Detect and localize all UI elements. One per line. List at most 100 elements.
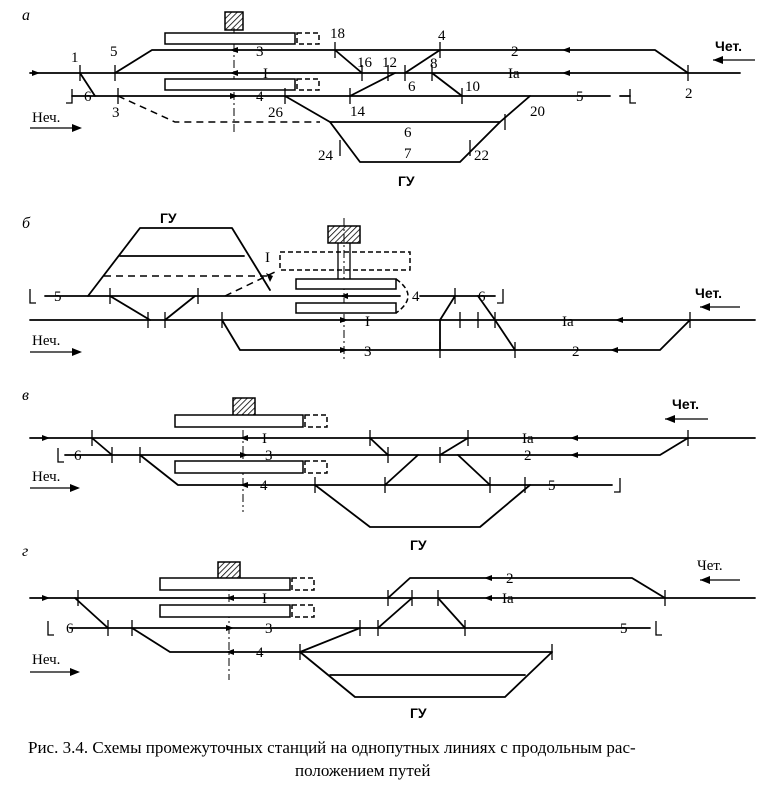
platform-g-1 [159, 577, 291, 591]
track-4-g [131, 627, 553, 653]
svg-text:3: 3 [256, 44, 264, 60]
svg-text:5: 5 [548, 478, 556, 494]
panel-v: в [22, 387, 756, 553]
svg-text:Ia: Ia [562, 314, 574, 330]
even-direction-v: Чет. [672, 396, 699, 412]
platform-g-1-ext [291, 577, 315, 591]
svg-text:4: 4 [260, 478, 268, 494]
platform-b-1 [295, 278, 397, 290]
svg-text:4: 4 [256, 645, 264, 661]
svg-text:Ia: Ia [522, 431, 534, 447]
track-arrows-v [42, 435, 578, 488]
platform-a-1 [164, 32, 296, 45]
hump-label-g: ГУ [410, 705, 427, 721]
track-labels-a: 3 I 2 Ia 4 5 6 6 7 [84, 44, 584, 162]
platform-g-2 [159, 604, 291, 618]
track-7-a [329, 121, 501, 163]
buffer-stop-a-right [629, 89, 636, 104]
switch-ticks-g [77, 590, 666, 660]
hump-label-b: ГУ [160, 210, 177, 226]
track-labels-g: 2 I Ia 6 3 5 4 [66, 571, 628, 661]
svg-text:2: 2 [572, 344, 580, 360]
svg-text:14: 14 [350, 104, 366, 120]
figure-caption-line-1: Рис. 3.4. Схемы промежуточных станций на… [28, 738, 636, 757]
station-building-g [217, 561, 241, 580]
svg-text:Ia: Ia [508, 66, 520, 82]
connector-g [299, 627, 361, 653]
panel-b: б ГУ [22, 210, 756, 362]
buffer-stop-g-right [655, 621, 662, 636]
svg-text:4: 4 [412, 289, 420, 305]
crossover-4-a [404, 49, 441, 74]
svg-text:20: 20 [530, 104, 545, 120]
panel-v-letter: в [22, 387, 29, 404]
track-arrows-b [266, 273, 623, 353]
odd-direction-v: Неч. [32, 469, 60, 485]
svg-text:3: 3 [265, 621, 273, 637]
buffer-stop-v-right [614, 478, 621, 493]
panel-a-letter: а [22, 7, 30, 24]
track-labels-v: 6 I Ia 3 2 4 5 [74, 431, 556, 494]
buffer-stop-g-left [47, 621, 54, 636]
svg-text:2: 2 [511, 44, 519, 60]
svg-text:I: I [265, 250, 270, 266]
buffer-stop-a-left [66, 89, 73, 104]
platform-a-1-ext [296, 32, 320, 45]
hump-track-v [314, 484, 531, 528]
platform-v-2 [174, 460, 304, 474]
platform-b-dashed [279, 251, 411, 271]
hump-label-v: ГУ [410, 537, 427, 553]
switch-ticks-b [109, 288, 691, 358]
svg-text:10: 10 [465, 79, 480, 95]
buffer-stop-v-left [57, 448, 64, 463]
hump-track-b [87, 227, 271, 297]
odd-direction-b: Неч. [32, 333, 60, 349]
track-6-hump-a [284, 95, 531, 123]
hump-track-g [299, 651, 553, 698]
svg-text:4: 4 [256, 89, 264, 105]
switch-ticks-v [91, 430, 689, 493]
svg-text:5: 5 [620, 621, 628, 637]
svg-text:5: 5 [576, 89, 584, 105]
dashed-link-a [117, 95, 320, 123]
track-2-g [387, 577, 666, 599]
svg-text:I: I [365, 314, 370, 330]
platform-v-1-ext [304, 414, 328, 428]
platform-b-2 [295, 302, 397, 314]
svg-text:3: 3 [112, 105, 120, 121]
hump-dashed-link-b [224, 271, 276, 297]
platform-v-1 [174, 414, 304, 428]
buffer-stop-b-right [497, 289, 504, 304]
svg-text:22: 22 [474, 148, 489, 164]
track-arrows-a [32, 47, 570, 99]
svg-text:4: 4 [438, 28, 446, 44]
crossovers-v [369, 437, 469, 456]
track-4-5-a [79, 72, 611, 97]
crossover-v-1 [91, 437, 113, 456]
even-direction-b: Чет. [695, 285, 722, 301]
svg-text:24: 24 [318, 148, 334, 164]
svg-text:18: 18 [330, 26, 345, 42]
svg-text:12: 12 [382, 55, 397, 71]
platform-v-2-ext [304, 460, 328, 474]
svg-text:6: 6 [408, 79, 416, 95]
switch-ticks-a [79, 42, 689, 156]
svg-text:26: 26 [268, 105, 284, 121]
svg-text:2: 2 [506, 571, 514, 587]
track-labels-b: 5 I I 4 6 Ia 3 2 [54, 250, 580, 360]
even-direction-a: Чет. [715, 38, 742, 54]
figure-caption-line-2: положением путей [295, 761, 430, 780]
platform-b-loop [395, 278, 409, 314]
track-2-3-a [114, 49, 689, 74]
station-passage-b [337, 243, 351, 280]
svg-text:6: 6 [404, 125, 412, 141]
switch-labels-a: 1 2 3 4 5 6 8 10 12 14 16 18 20 22 24 26 [71, 26, 693, 164]
svg-text:3: 3 [364, 344, 372, 360]
svg-text:I: I [263, 66, 268, 82]
crossover-16-a [334, 49, 363, 74]
odd-direction-a: Неч. [32, 110, 60, 126]
crossovers-g [377, 597, 466, 629]
svg-text:5: 5 [54, 289, 62, 305]
svg-text:6: 6 [66, 621, 74, 637]
svg-text:3: 3 [265, 448, 273, 464]
